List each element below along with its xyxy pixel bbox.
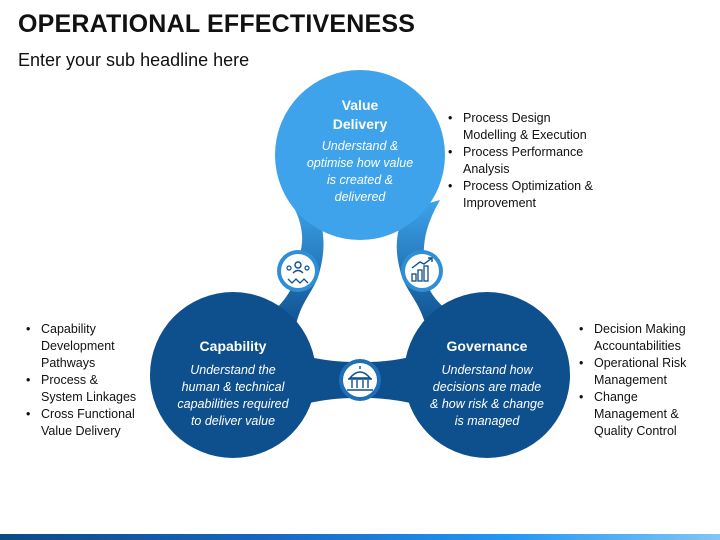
bullet-item: Decision Making Accountabilities <box>577 321 715 355</box>
governance-description: Understand how decisions are made & how … <box>417 362 557 430</box>
bullet-line: Process Design <box>463 111 551 125</box>
growth-chart-icon <box>401 250 443 292</box>
value-delivery-circle <box>275 70 445 240</box>
governance-title: Governance <box>446 338 528 354</box>
value-delivery-bullet-list: Process Design Modelling & Execution Pro… <box>446 110 616 212</box>
bullet-line: Analysis <box>463 162 510 176</box>
team-network-icon <box>277 250 319 292</box>
capability-title: Capability <box>199 338 267 354</box>
bullet-line: Development <box>41 339 115 353</box>
bullet-line: Quality Control <box>594 424 677 438</box>
bullet-line: Management <box>594 373 667 387</box>
value-delivery-text: Value Delivery Understand & optimise how… <box>290 96 430 206</box>
desc-line: & how risk & change <box>430 397 544 411</box>
desc-line: capabilities required <box>177 397 289 411</box>
governance-bullet-list: Decision Making Accountabilities Operati… <box>577 321 715 440</box>
bullet-item: Operational Risk Management <box>577 355 715 389</box>
desc-line: delivered <box>334 190 386 204</box>
bullet-line: Process & <box>41 373 98 387</box>
bullet-line: Cross Functional <box>41 407 135 421</box>
governance-circle <box>404 292 570 458</box>
desc-line: optimise how value <box>306 156 414 170</box>
desc-line: Understand the <box>190 363 276 377</box>
bullet-line: Process Performance <box>463 145 584 159</box>
desc-line: to deliver value <box>190 414 276 428</box>
page-title: OPERATIONAL EFFECTIVENESS <box>18 10 416 38</box>
connector-right <box>396 200 452 330</box>
capability-bullet-list: Capability Development Pathways Process … <box>24 321 154 440</box>
bullet-line: Management & <box>594 407 679 421</box>
bullet-item: Capability Development Pathways <box>24 321 154 372</box>
bullet-item: Process Design Modelling & Execution <box>446 110 616 144</box>
bullet-line: Change <box>594 390 638 404</box>
value-delivery-title-line: Value <box>341 97 379 113</box>
connector-left <box>270 200 324 330</box>
value-delivery-title-line: Delivery <box>332 116 388 132</box>
bullet-line: Operational Risk <box>594 356 687 370</box>
bullet-line: Capability <box>41 322 96 336</box>
capability-text: Capability Understand the human & techni… <box>163 337 303 430</box>
desc-line: human & technical <box>181 380 285 394</box>
bullet-item: Process Optimization & Improvement <box>446 178 616 212</box>
bottom-accent-bar <box>0 534 720 540</box>
bullet-line: Improvement <box>463 196 536 210</box>
government-building-icon <box>339 359 381 401</box>
desc-line: is created & <box>326 173 393 187</box>
page-subtitle: Enter your sub headline here <box>18 50 250 70</box>
value-delivery-title: Value Delivery <box>290 96 430 134</box>
desc-line: Understand & <box>321 139 399 153</box>
bullet-item: Process Performance Analysis <box>446 144 616 178</box>
bullet-item: Cross Functional Value Delivery <box>24 406 154 440</box>
bullet-item: Process & System Linkages <box>24 372 154 406</box>
bullet-line: Process Optimization & <box>463 179 593 193</box>
desc-line: is managed <box>454 414 520 428</box>
bullet-line: Accountabilities <box>594 339 681 353</box>
value-delivery-description: Understand & optimise how value is creat… <box>290 138 430 206</box>
capability-circle <box>150 292 316 458</box>
bullet-line: Modelling & Execution <box>463 128 587 142</box>
desc-line: Understand how <box>441 363 533 377</box>
bullet-line: Pathways <box>41 356 96 370</box>
bullet-item: Change Management & Quality Control <box>577 389 715 440</box>
bullet-line: Value Delivery <box>41 424 121 438</box>
capability-description: Understand the human & technical capabil… <box>163 362 303 430</box>
desc-line: decisions are made <box>432 380 542 394</box>
bullet-line: System Linkages <box>41 390 137 404</box>
bullet-line: Decision Making <box>594 322 686 336</box>
governance-text: Governance Understand how decisions are … <box>417 337 557 430</box>
